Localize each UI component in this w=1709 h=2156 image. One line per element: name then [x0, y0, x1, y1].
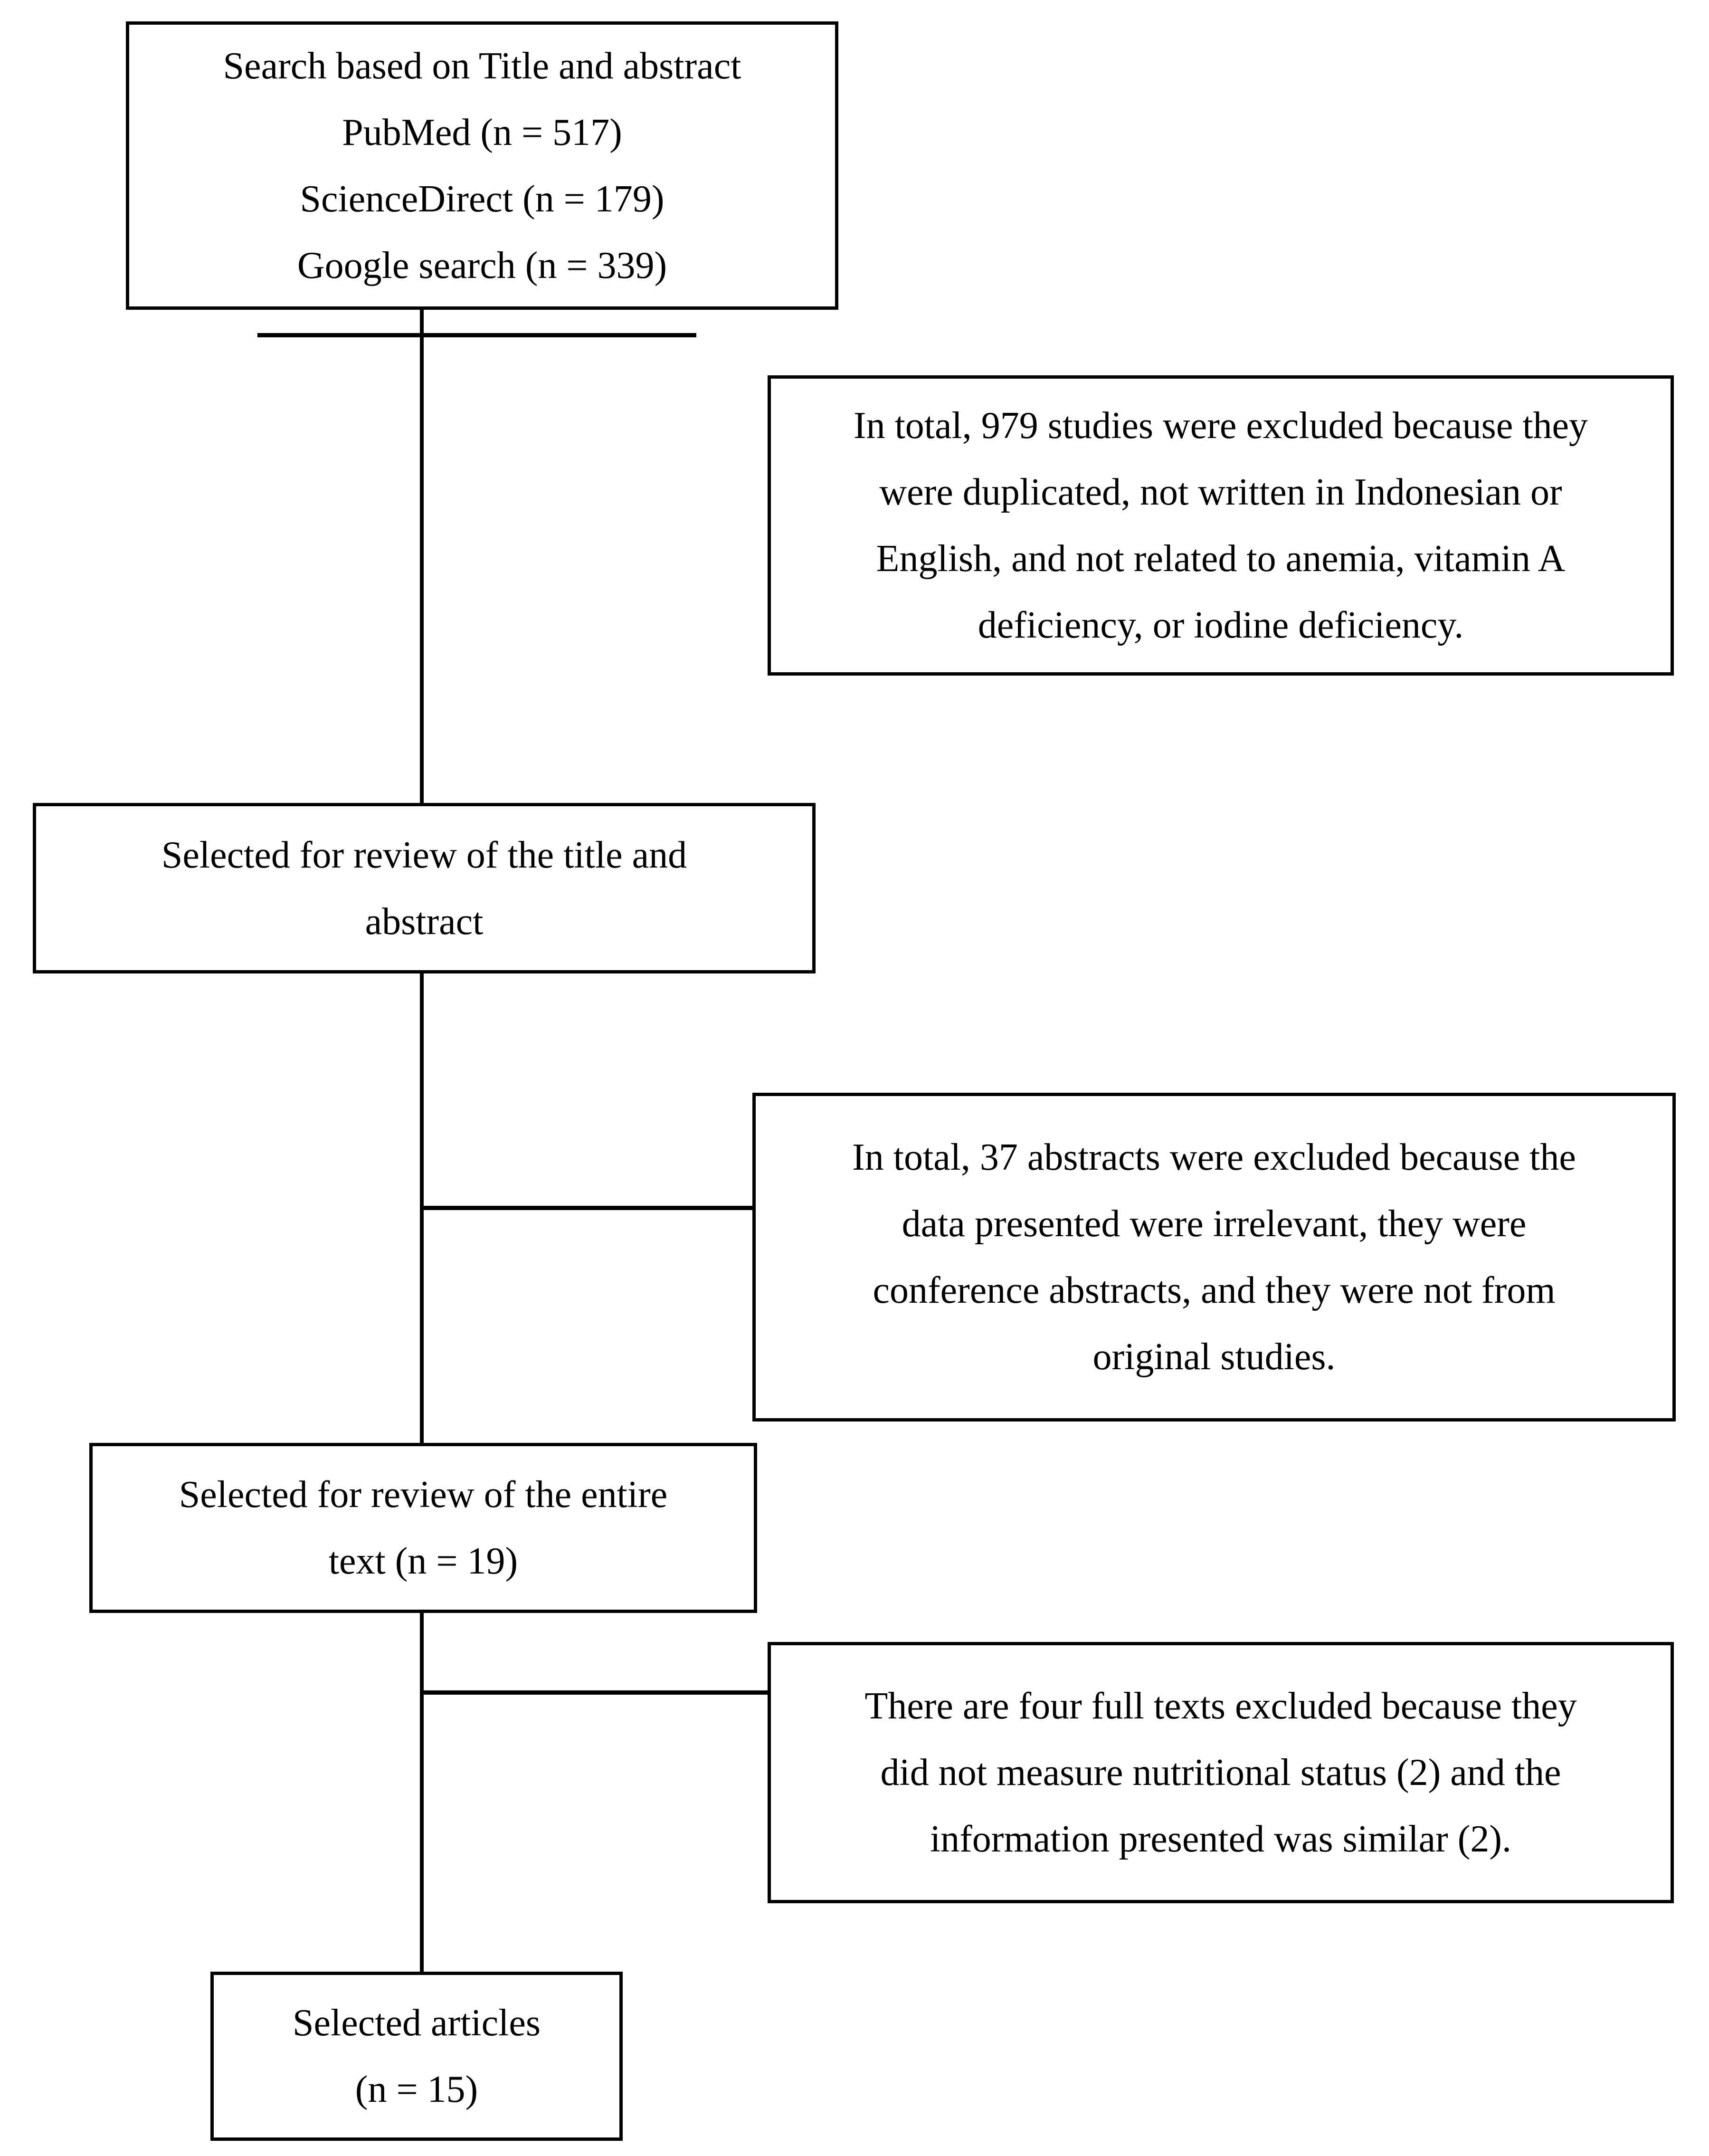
box-text-line: Search based on Title and abstract — [223, 45, 741, 87]
box-text-line: information presented was similar (2). — [930, 1818, 1512, 1860]
box-text-line: In total, 979 studies were excluded beca… — [853, 405, 1588, 447]
box-text-line: conference abstracts, and they were not … — [873, 1269, 1556, 1311]
box-text-line: text (n = 19) — [328, 1540, 518, 1582]
box-text-line: There are four full texts excluded becau… — [864, 1685, 1577, 1727]
box-text-line: original studies. — [1092, 1336, 1336, 1378]
box-text-line: (n = 15) — [355, 2069, 478, 2110]
box-text-line: PubMed (n = 517) — [342, 111, 622, 153]
box-text-line: abstract — [365, 900, 484, 943]
box-text-line: English, and not related to anemia, vita… — [876, 538, 1566, 580]
box-text-line: Selected articles — [293, 2002, 541, 2044]
box-text-line: Selected for review of the entire — [179, 1474, 668, 1516]
box-text-line: did not measure nutritional status (2) a… — [880, 1752, 1561, 1793]
box-text-line: deficiency, or iodine deficiency. — [978, 604, 1464, 646]
title-abstract-review-box: Selected for review of the title and abs… — [33, 803, 816, 973]
connector-fulltext-review-to-selected — [420, 1611, 424, 1974]
selected-articles-box: Selected articles (n = 15) — [210, 1972, 623, 2141]
connector-search-to-title-review — [420, 309, 424, 805]
search-sources-box: Search based on Title and abstract PubMe… — [126, 21, 838, 310]
box-text-line: data presented were irrelevant, they wer… — [902, 1203, 1527, 1245]
full-text-review-box: Selected for review of the entire text (… — [89, 1443, 757, 1613]
box-text-line: ScienceDirect (n = 179) — [300, 178, 665, 220]
box-text-line: Google search (n = 339) — [297, 244, 667, 286]
box-text-line: In total, 37 abstracts were excluded bec… — [852, 1136, 1576, 1178]
box-text-line: Selected for review of the title and — [161, 834, 687, 876]
connector-branch-excluded-abstracts — [420, 1206, 756, 1210]
connector-branch-excluded-fulltexts — [420, 1690, 770, 1695]
excluded-full-texts-box: There are four full texts excluded becau… — [768, 1642, 1674, 1903]
excluded-studies-979-box: In total, 979 studies were excluded beca… — [768, 375, 1674, 676]
box-text-line: were duplicated, not written in Indonesi… — [879, 471, 1562, 513]
connector-divider-excluded-titles — [257, 333, 696, 337]
excluded-abstracts-37-box: In total, 37 abstracts were excluded bec… — [752, 1093, 1676, 1421]
